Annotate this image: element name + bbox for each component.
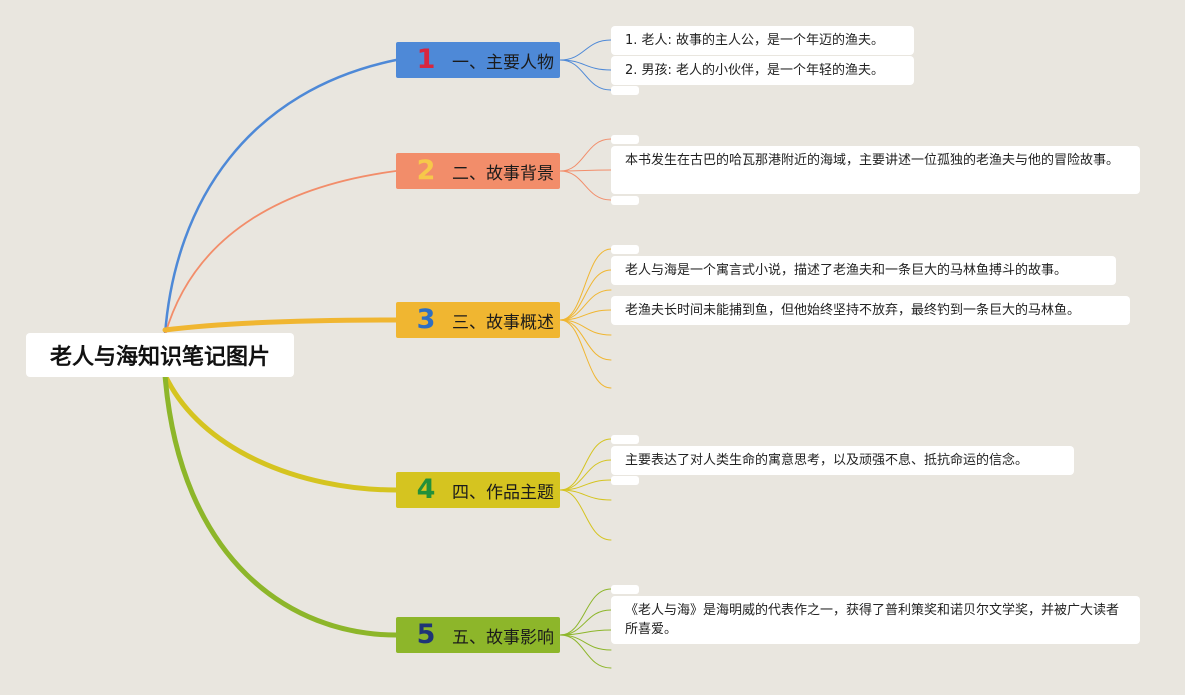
empty-note-stub [611, 476, 639, 485]
note-text: 老人与海是一个寓言式小说，描述了老渔夫和一条巨大的马林鱼搏斗的故事。 [625, 263, 1068, 278]
note-card[interactable]: 1. 老人: 故事的主人公，是一个年迈的渔夫。 [611, 26, 914, 55]
connector-line [559, 634, 612, 669]
root-topic[interactable]: 老人与海知识笔记图片 [26, 333, 294, 377]
connector-line [162, 372, 399, 493]
note-card[interactable]: 老人与海是一个寓言式小说，描述了老渔夫和一条巨大的马林鱼搏斗的故事。 [611, 256, 1116, 285]
connector-line [559, 170, 612, 201]
branch-number: 4 [416, 474, 436, 505]
empty-note-stub [611, 245, 639, 254]
branch-label: 二、故事背景 [452, 163, 554, 184]
connector-line [559, 309, 612, 321]
empty-note-stub [611, 86, 639, 95]
connector-line [559, 479, 612, 491]
connector-line [559, 289, 612, 321]
note-text: 老渔夫长时间未能捕到鱼，但他始终坚持不放弃，最终钓到一条巨大的马林鱼。 [625, 303, 1081, 318]
connector-line [559, 609, 612, 636]
empty-note-stub [611, 435, 639, 444]
empty-note-stub [611, 585, 639, 594]
connector-line [559, 319, 612, 361]
note-text: 1. 老人: 故事的主人公，是一个年迈的渔夫。 [625, 33, 885, 48]
connector-line [559, 438, 612, 491]
note-card[interactable]: 老渔夫长时间未能捕到鱼，但他始终坚持不放弃，最终钓到一条巨大的马林鱼。 [611, 296, 1130, 325]
note-text: 本书发生在古巴的哈瓦那港附近的海域，主要讲述一位孤独的老渔夫与他的冒险故事。 [625, 153, 1120, 168]
branch-number: 2 [416, 155, 436, 186]
connector-line [162, 372, 399, 638]
branch-number: 3 [416, 304, 436, 335]
branch-story-summary[interactable]: 3 三、故事概述 [396, 302, 560, 338]
empty-note-stub [611, 196, 639, 205]
connector-line [559, 459, 612, 491]
connector-line [559, 138, 612, 172]
branch-label: 三、故事概述 [452, 312, 554, 333]
connector-line [162, 317, 399, 333]
connector-line [559, 319, 612, 336]
empty-note-stub [611, 135, 639, 144]
branch-story-background[interactable]: 2 二、故事背景 [396, 153, 560, 189]
branch-main-characters[interactable]: 1 一、主要人物 [396, 42, 560, 78]
branch-label: 五、故事影响 [452, 627, 554, 648]
connector-line [559, 169, 612, 172]
connector-line [559, 489, 612, 541]
branch-work-theme[interactable]: 4 四、作品主题 [396, 472, 560, 508]
note-text: 主要表达了对人类生命的寓意思考，以及顽强不息、抵抗命运的信念。 [625, 453, 1029, 468]
note-text: 2. 男孩: 老人的小伙伴，是一个年轻的渔夫。 [625, 63, 885, 78]
connector-line [559, 489, 612, 501]
note-card[interactable]: 主要表达了对人类生命的寓意思考，以及顽强不息、抵抗命运的信念。 [611, 446, 1074, 475]
connector-line [559, 634, 612, 651]
connector-line [559, 59, 612, 91]
note-card[interactable]: 2. 男孩: 老人的小伙伴，是一个年轻的渔夫。 [611, 56, 914, 85]
connector-line [164, 170, 397, 336]
connector-line [559, 39, 612, 61]
branch-story-influence[interactable]: 5 五、故事影响 [396, 617, 560, 653]
branch-label: 一、主要人物 [452, 52, 554, 73]
branch-number: 5 [416, 619, 436, 650]
note-text: 《老人与海》是海明威的代表作之一，获得了普利策奖和诺贝尔文学奖，并被广大读者所喜… [625, 603, 1120, 637]
connector-line [559, 248, 612, 321]
branch-label: 四、作品主题 [452, 482, 554, 503]
note-card[interactable]: 《老人与海》是海明威的代表作之一，获得了普利策奖和诺贝尔文学奖，并被广大读者所喜… [611, 596, 1140, 644]
connector-line [559, 588, 612, 636]
root-title: 老人与海知识笔记图片 [49, 345, 270, 370]
connector-line [163, 58, 398, 337]
note-card[interactable]: 本书发生在古巴的哈瓦那港附近的海域，主要讲述一位孤独的老渔夫与他的冒险故事。 [611, 146, 1140, 194]
branch-number: 1 [416, 44, 436, 75]
connector-line [559, 319, 612, 389]
connector-line [559, 269, 612, 321]
